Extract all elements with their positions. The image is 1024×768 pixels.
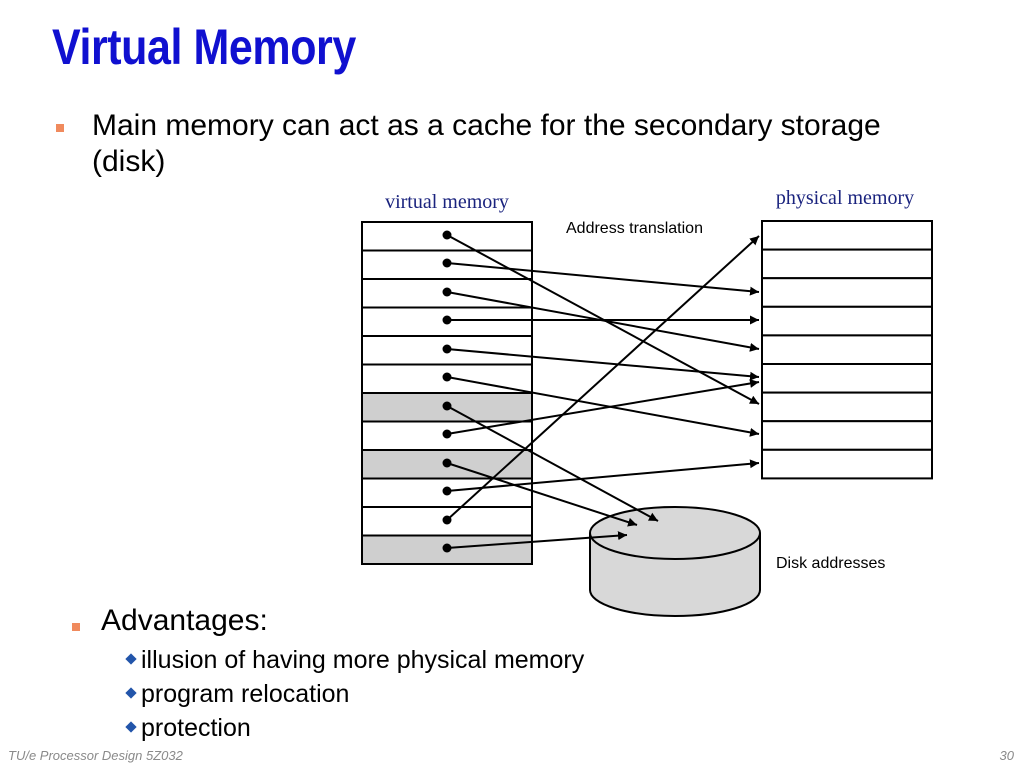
- virtual-memory-label: virtual memory: [385, 191, 509, 213]
- bullet-square-icon: [72, 623, 80, 631]
- advantage-item: program relocation: [124, 679, 349, 709]
- diamond-bullet-icon: [125, 687, 137, 700]
- physical-memory-label: physical memory: [776, 187, 914, 209]
- advantage-text: program relocation: [141, 680, 350, 708]
- diamond-bullet-icon: [125, 721, 137, 734]
- physical-frame: [761, 248, 933, 280]
- mapping-arrow: [446, 262, 760, 296]
- bullet-square-icon: [56, 124, 64, 132]
- disk-arrow: [446, 462, 638, 527]
- page-number: 30: [999, 748, 1014, 763]
- mapping-arrow: [446, 459, 760, 492]
- footer-course-label: TU/e Processor Design 5Z032: [8, 748, 183, 763]
- main-bullet-text: Main memory can act as a cache for the s…: [92, 109, 881, 178]
- disk-addresses-label: Disk addresses: [776, 555, 885, 572]
- physical-memory-table: [761, 220, 933, 480]
- diamond-bullet-icon: [125, 653, 137, 666]
- physical-frame: [761, 334, 933, 365]
- address-translation-label: Address translation: [566, 220, 703, 237]
- physical-frame: [761, 363, 933, 394]
- physical-frame: [761, 391, 933, 423]
- mapping-arrow: [446, 348, 760, 381]
- disk-arrow: [446, 405, 659, 522]
- advantage-text: illusion of having more physical memory: [141, 646, 585, 674]
- mapping-arrow: [446, 376, 760, 437]
- virtual-memory-table: [361, 221, 533, 565]
- translation-arrows: [446, 234, 760, 549]
- physical-frame: [761, 305, 933, 337]
- physical-frame: [761, 277, 933, 308]
- physical-frame: [761, 448, 933, 480]
- advantage-text: protection: [141, 714, 251, 742]
- disk-icon: [589, 506, 761, 617]
- physical-frame: [761, 220, 933, 251]
- advantages-heading: Advantages:: [101, 604, 268, 637]
- slide-title: Virtual Memory: [52, 19, 356, 75]
- disk-arrow: [446, 531, 628, 549]
- advantage-item: protection: [124, 713, 251, 743]
- advantage-item: illusion of having more physical memory: [124, 645, 584, 675]
- mapping-arrow: [446, 235, 760, 521]
- physical-frame: [761, 420, 933, 451]
- mapping-arrow: [446, 379, 760, 435]
